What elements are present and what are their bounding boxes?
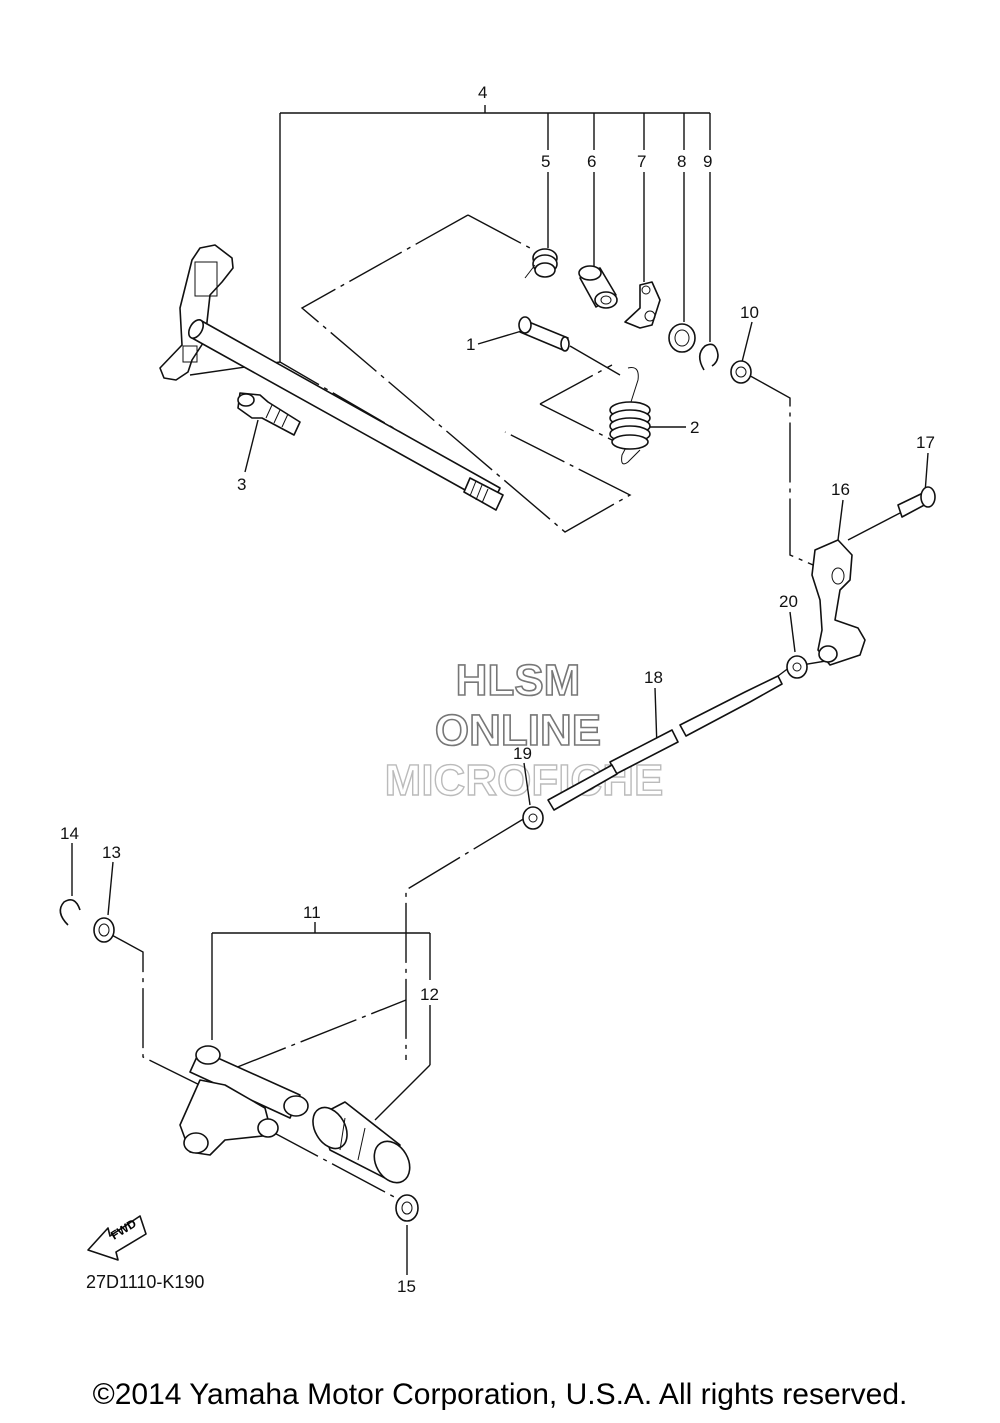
- pin-1: [518, 316, 570, 352]
- leader-lines: [71, 321, 929, 1275]
- collar-6: [578, 265, 618, 309]
- copyright-footer: ©2014 Yamaha Motor Corporation, U.S.A. A…: [92, 1378, 908, 1411]
- stud-bolt-3: [237, 392, 301, 436]
- part-label-17: 17: [916, 433, 935, 452]
- nut-19: [522, 806, 544, 830]
- part-label-11: 11: [303, 903, 321, 922]
- fwd-arrow-icon: FWD: [87, 1215, 147, 1261]
- shift-arm-16: [811, 539, 866, 666]
- part-label-13: 13: [102, 843, 121, 862]
- part-label-19: 19: [513, 744, 532, 763]
- watermark-line1: HLSM: [456, 656, 581, 705]
- watermark: HLSM ONLINE MICROFICHE: [384, 655, 664, 806]
- part-label-12: 12: [420, 985, 439, 1004]
- drawing-code: 27D1110-K190: [86, 1272, 204, 1292]
- nut-20: [786, 655, 808, 679]
- spring-2: [609, 367, 651, 465]
- part-label-3: 3: [237, 475, 246, 494]
- circlip-9: [698, 343, 719, 371]
- watermark-line2: ONLINE: [435, 706, 601, 755]
- part-label-1: 1: [466, 335, 475, 354]
- shift-pedal-11: [179, 1045, 309, 1156]
- stopper-lever-7: [624, 281, 661, 329]
- part-label-14: 14: [60, 824, 79, 843]
- part-label-8: 8: [677, 152, 686, 171]
- part-label-15: 15: [397, 1277, 416, 1296]
- washer-15: [395, 1194, 419, 1222]
- shift-rod-18: [547, 675, 783, 811]
- washer-10: [730, 360, 752, 384]
- part-label-10: 10: [740, 303, 759, 322]
- assembly-lines-lower: [107, 784, 586, 1201]
- bracket-group-11: [211, 922, 431, 1121]
- assembly-lines-upper: [189, 214, 901, 683]
- part-label-4: 4: [478, 83, 487, 102]
- pedal-rubber-12: [312, 1101, 411, 1184]
- part-label-9: 9: [703, 152, 712, 171]
- part-label-16: 16: [831, 480, 850, 499]
- part-label-6: 6: [587, 152, 596, 171]
- torsion-spring-5: [524, 248, 558, 279]
- part-label-20: 20: [779, 592, 798, 611]
- part-label-7: 7: [637, 152, 646, 171]
- washer-13: [93, 917, 115, 943]
- shift-shaft-assembly: [159, 244, 504, 511]
- bracket-group-4: [279, 105, 711, 362]
- bolt-17: [897, 486, 936, 518]
- part-number-labels: 1 2 3 4 5 6 7 8 9 10 11 12 13 14 15 16 1…: [60, 83, 935, 1296]
- part-label-18: 18: [644, 668, 663, 687]
- part-label-5: 5: [541, 152, 550, 171]
- part-label-2: 2: [690, 418, 699, 437]
- circlip-14: [59, 899, 81, 926]
- washer-8: [668, 323, 696, 353]
